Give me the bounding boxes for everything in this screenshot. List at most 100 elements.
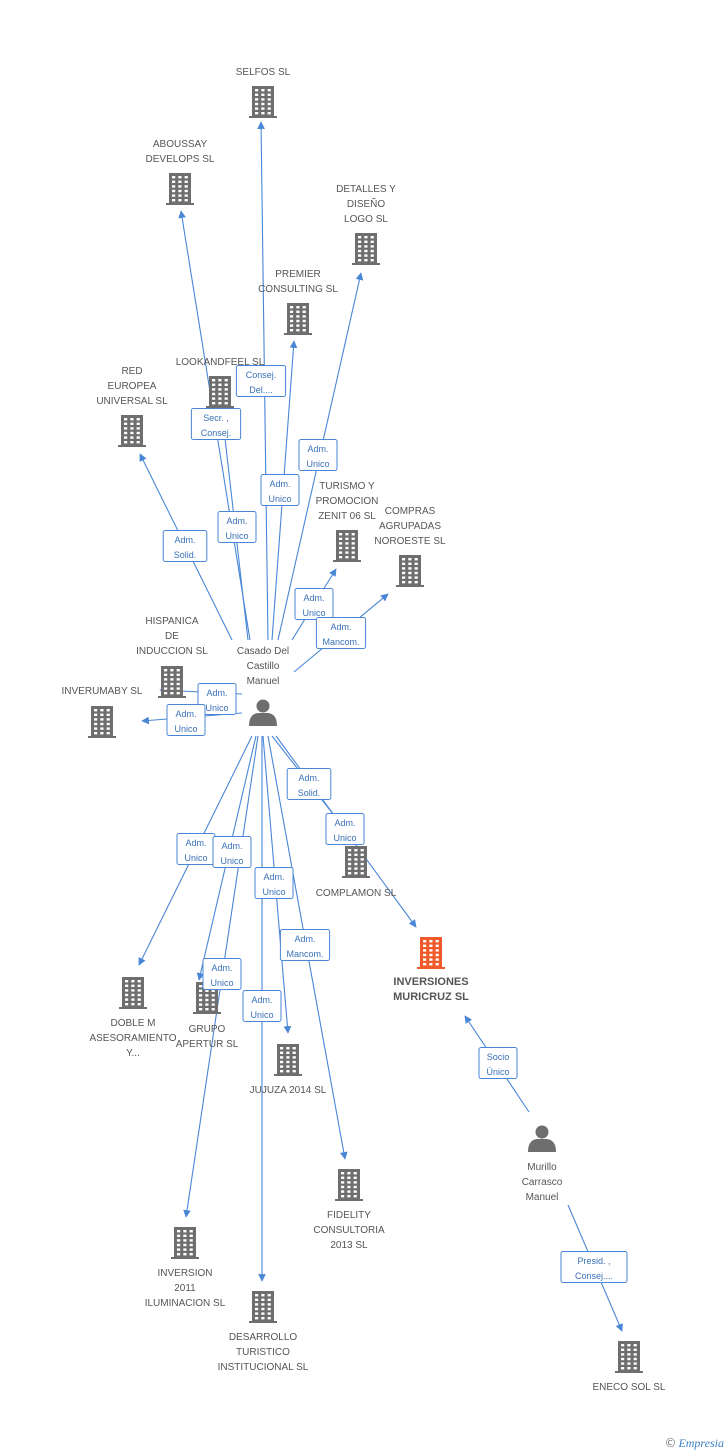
building-icon[interactable] [158, 666, 186, 698]
building-icon[interactable] [333, 530, 361, 562]
role-box-complamon[interactable]: Adm.Unico [325, 813, 365, 845]
role-text: Unico [184, 853, 207, 863]
role-box-doblem[interactable]: Adm.Unico [176, 833, 216, 865]
role-box-hispanica[interactable]: Adm.Unico [197, 683, 237, 715]
node-label-line: FIDELITY [327, 1210, 371, 1221]
role-text: Unico [205, 703, 228, 713]
building-icon[interactable] [615, 1341, 643, 1373]
role-box-frame [242, 990, 282, 1022]
role-box-red[interactable]: Adm.Solid. [162, 530, 208, 562]
role-text: Solid. [298, 788, 321, 798]
node-label-line: NOROESTE SL [374, 536, 446, 547]
node-label-line: CONSULTING SL [258, 284, 338, 295]
node-label-line: 2011 [174, 1283, 196, 1294]
node-label-line: CONSULTORIA [313, 1225, 385, 1236]
role-box-grupo[interactable]: Adm.Unico [212, 836, 252, 868]
role-text: Unico [268, 494, 291, 504]
role-text: Adm. [263, 872, 284, 882]
role-box-turismo[interactable]: Adm.Unico [294, 588, 334, 620]
role-box-frame [197, 683, 237, 715]
role-box-premier[interactable]: Adm.Unico [260, 474, 300, 506]
role-text: Adm. [226, 516, 247, 526]
role-box-aboussay[interactable]: Secr. ,Consej. [190, 408, 242, 440]
building-icon[interactable] [166, 173, 194, 205]
role-box-inverumaby[interactable]: Adm.Unico [166, 704, 206, 736]
node-label-line: TURISTICO [236, 1347, 290, 1358]
role-box-selfos[interactable]: Consej.Del.... [235, 365, 287, 397]
building-icon[interactable] [119, 977, 147, 1009]
node-label-jujuza[interactable]: JUJUZA 2014 SL [250, 1085, 327, 1096]
building-icon[interactable] [118, 415, 146, 447]
building-icon[interactable] [396, 555, 424, 587]
node-label-lookandfeel[interactable]: LOOKANDFEEL SL [176, 357, 265, 368]
node-label-line: DOBLE M [110, 1018, 155, 1029]
person-icon[interactable] [528, 1125, 556, 1153]
node-label-line: PROMOCION [316, 496, 379, 507]
node-label-line: COMPLAMON SL [316, 888, 397, 899]
role-box-detalles[interactable]: Adm.Unico [298, 439, 338, 471]
role-box-frame [279, 929, 331, 961]
building-icon[interactable] [284, 303, 312, 335]
node-label-line: Casado Del [237, 646, 289, 657]
building-icon[interactable] [206, 376, 234, 408]
node-label-line: APERTUR SL [176, 1039, 239, 1050]
building-icon[interactable] [342, 846, 370, 878]
role-box-inversiones[interactable]: Adm. Solid. [286, 768, 332, 800]
building-icon[interactable] [274, 1044, 302, 1076]
person-icon[interactable] [249, 699, 277, 727]
building-icon[interactable] [249, 1291, 277, 1323]
role-box-frame [235, 365, 287, 397]
building-icon[interactable] [352, 233, 380, 265]
role-box-jujuza[interactable]: Adm.Unico [254, 867, 294, 899]
role-box-frame [202, 958, 242, 990]
role-text: Unico [225, 531, 248, 541]
node-label-complamon[interactable]: COMPLAMON SL [316, 888, 397, 899]
node-label-inverumaby[interactable]: INVERUMABY SL [62, 686, 143, 697]
role-text: Solid. [174, 550, 197, 560]
role-text: Adm. [307, 444, 328, 454]
node-label-selfos[interactable]: SELFOS SL [236, 67, 291, 78]
building-icon[interactable] [335, 1169, 363, 1201]
role-box-compras[interactable]: Adm.Mancom. [315, 617, 367, 649]
node-label-line: ASESORAMIENTO [89, 1033, 176, 1044]
building-icon[interactable] [88, 706, 116, 738]
role-text: Adm. [298, 773, 319, 783]
role-text: Adm. [211, 963, 232, 973]
building-icon[interactable] [249, 86, 277, 118]
role-box-lookandfeel[interactable]: Adm. Unico [217, 511, 257, 543]
role-box-frame [162, 530, 208, 562]
role-box-desarrollo[interactable]: Adm.Unico [242, 990, 282, 1022]
node-label-line: LOOKANDFEEL SL [176, 357, 265, 368]
role-text: Adm. [294, 934, 315, 944]
node-label-eneco[interactable]: ENECO SOL SL [593, 1382, 666, 1393]
role-text: Unico [210, 978, 233, 988]
role-text: Socio [487, 1052, 510, 1062]
node-label-line: Murillo [527, 1162, 557, 1173]
node-label-line: AGRUPADAS [379, 521, 441, 532]
building-icon[interactable] [171, 1227, 199, 1259]
role-box-inversion2011[interactable]: Adm. Unico [202, 958, 242, 990]
node-label-line: Manuel [247, 676, 280, 687]
role-box-eneco[interactable]: Presid. ,Consej.... [560, 1251, 628, 1283]
role-box-fidelity[interactable]: Adm.Mancom. [279, 929, 331, 961]
role-text: Del.... [249, 385, 273, 395]
footer-brand[interactable]: ©Empresia [664, 1436, 724, 1451]
role-box-frame [260, 474, 300, 506]
building-icon[interactable] [417, 937, 445, 969]
